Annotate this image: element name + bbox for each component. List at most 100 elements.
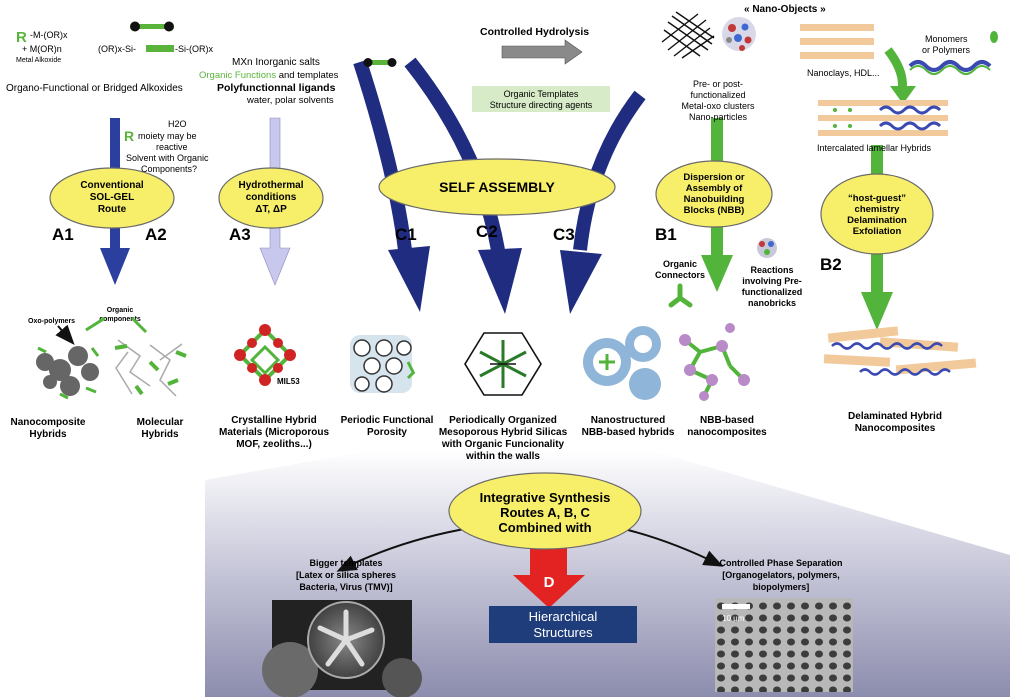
route-label-a3: A3 [229,225,251,244]
nanostructured-line1: Nanostructured [591,415,665,426]
bridge-icon [130,21,174,32]
hydrolysis-arrow [501,39,583,65]
bigger-templates-sem-image [262,600,422,697]
to-bigger-templates-arrow [336,527,471,572]
metal-oxo-cluster-icon [722,17,756,51]
periodic-porosity-line1: Periodic Functional [341,415,434,426]
h2o-line4: Components? [141,164,197,174]
host-guest-line1: “host-guest” [848,193,906,204]
alkoxide-formula: -M-(OR)x [30,30,68,40]
dispersion-line4: Blocks (NBB) [684,205,745,216]
nanobrick-cluster-icon [757,238,777,258]
mil53-framework-image [234,324,296,386]
route-label-a2: A2 [145,225,167,244]
monomers-line1: Monomers [925,34,968,44]
route-labels: A1 A2 A3 C1 C2 C3 B1 B2 [52,222,842,274]
salts-templates: and templates [276,70,339,81]
hydrothermal-ellipse [218,167,324,229]
hierarchical-line1: Hierarchical [529,609,598,624]
intercalated-hybrid-icon [818,100,948,136]
route-c2-arrowhead [478,248,522,314]
h2o-label: H2O [168,119,187,129]
monomer-icon [990,31,998,43]
mesoporous-line3: with Organic Funcionality [441,439,565,450]
nanostructured-nbb-image [583,326,661,400]
scale-bar [722,604,750,609]
route-label-a1: A1 [52,225,74,244]
dispersion-ellipse [655,160,773,228]
connector-molecule-icon [668,283,693,308]
hydrothermal-line1: Hydrothermal [238,180,303,191]
salts-line1: MXn Inorganic salts [232,57,320,68]
clusters-line2: functionalized [690,90,745,100]
route-label-d: D [544,574,555,591]
salts-organic-functions: Organic Functions [199,70,276,81]
bridged-molecule-icon [363,58,397,67]
monomer-insertion-arrowhead [890,86,916,104]
connectors-line2: Connectors [655,270,705,280]
organic-components-line1: Organic [107,307,134,314]
host-guest-line4: Exfoliation [853,226,902,237]
h2o-r: R [124,128,134,144]
molecular-hybrid-image [114,339,187,397]
host-guest-line2: chemistry [855,204,901,215]
phase-separation-line2: [Organogelators, polymers, [722,570,840,580]
nanocomposite-hybrid-image [36,346,100,400]
nanoclay-layers-icon [800,24,874,59]
alkoxides-caption: Organo-Functional or Bridged Alkoxides [6,83,183,94]
integrative-line2: Routes A, B, C [500,505,590,520]
route-label-c3: C3 [553,225,575,244]
organic-components-line2: components [99,316,141,323]
intercalated-label: Intercalated lamellar Hybrids [817,143,932,153]
hierarchical-box [489,606,637,643]
metal-alkoxide-label: Metal Alkoxide [16,57,61,64]
mesoporous-line4: within the walls [465,451,540,462]
reactions-line3: functionalized [742,287,803,297]
bridge-spacer-icon [146,45,174,52]
h2o-line2: reactive [156,142,188,152]
phase-separation-label: Controlled Phase Separation [Organogelat… [719,558,842,592]
to-phase-separation-arrow [619,527,724,567]
h2o-line3: Solvent with Organic [126,153,209,163]
bridged-left: (OR)x-Si- [98,44,136,54]
templates-line1: Organic Templates [504,89,579,99]
hydrolysis-label: Controlled Hydrolysis [480,26,589,38]
nano-objects-title: « Nano-Objects » [744,4,826,15]
bigger-templates-line1: Bigger templates [309,558,382,568]
dispersion-line2: Assembly of [686,183,743,194]
periodic-porosity-line2: Porosity [367,427,407,438]
nanocomposite-line2: Hybrids [29,429,67,440]
monomers-line2: or Polymers [922,45,971,55]
route-c3-arrowhead [560,250,602,314]
templates-line2: Structure directing agents [490,100,593,110]
oxo-polymers-label: Oxo-polymers [28,318,75,325]
integrative-line3: Combined with [498,520,591,535]
monomer-insertion-arrow [884,47,907,91]
delaminated-nanocomposite-image [823,326,977,376]
clusters-line1: Pre- or post- [693,79,743,89]
bigger-templates-line3: Bacteria, Virus (TMV)] [299,582,392,592]
polymer-chain-green [909,65,991,75]
solgel-line2: SOL-GEL [90,192,134,203]
crystalline-line1: Crystalline Hybrid [231,415,317,426]
nanoclays-label: Nanoclays, HDL... [807,68,880,78]
self-assembly-ellipse [378,158,616,216]
reactions-line1: Reactions [750,265,793,275]
scale-bar-label: 10 µm [722,614,745,623]
oxo-polymers-pointer [55,324,75,346]
salts-line3: Polyfunctionnal ligands [217,82,336,94]
connectors-line1: Organic [663,259,697,269]
mil53-label: MIL53 [277,377,300,386]
solgel-line1: Conventional [80,180,144,191]
route-c2-arrow [404,57,505,252]
self-assembly-label: SELF ASSEMBLY [439,179,555,195]
nanostructured-line2: NBB-based hybrids [582,427,675,438]
nbb-nanocomposite-image [679,323,750,401]
phase-separation-sem-image: 10 µm [715,598,853,692]
reactions-line4: nanobricks [748,298,796,308]
route-d-arrow [513,546,585,608]
dispersion-line1: Dispersion or [683,172,745,183]
route-label-b1: B1 [655,225,677,244]
grid-cluster-icon [661,11,715,59]
bridged-right: -Si-(OR)x [175,44,213,54]
